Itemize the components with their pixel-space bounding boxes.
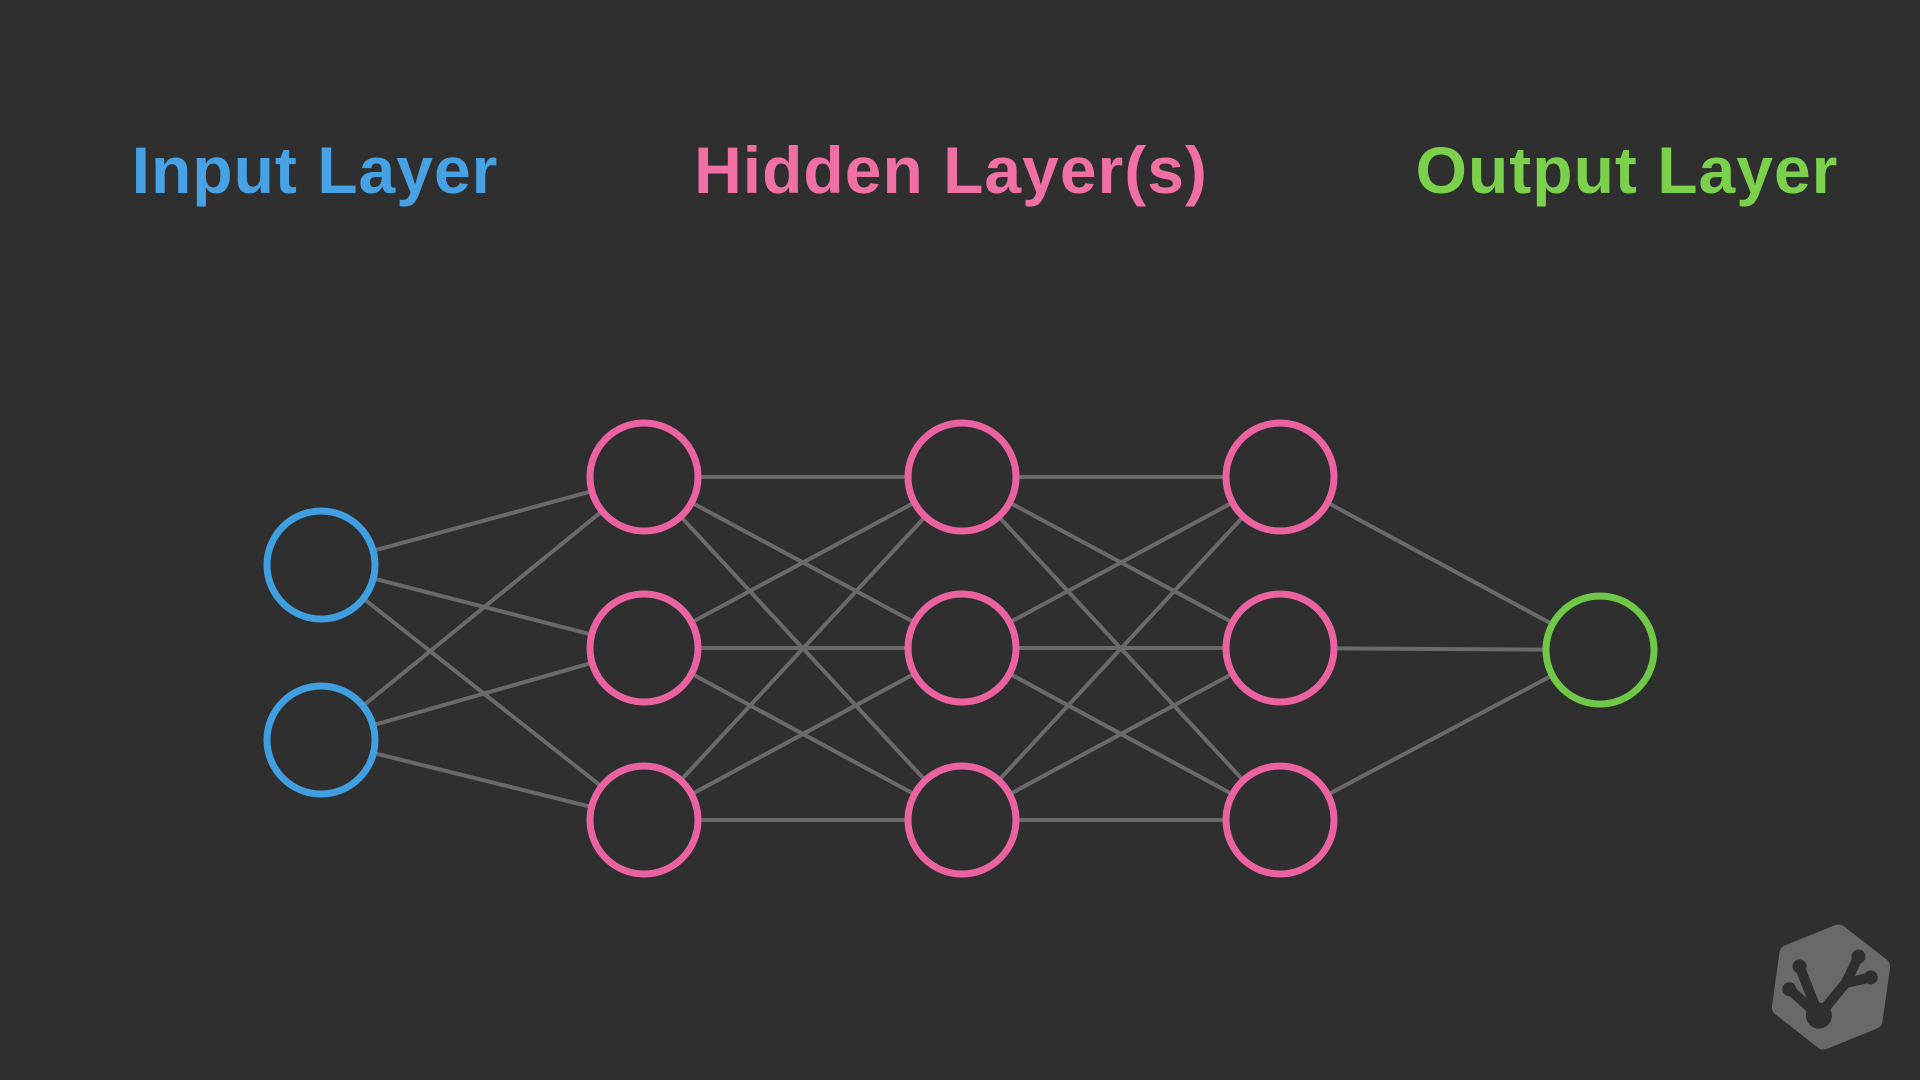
hidden-3-node [1222, 590, 1338, 706]
network-edge [643, 646, 963, 822]
input-node [263, 682, 379, 798]
logo-toe-tip [1863, 970, 1878, 985]
network-edge [960, 475, 1282, 822]
hidden-layer-label: Hidden Layer(s) [694, 133, 1208, 207]
hidden-1-node [586, 590, 702, 706]
logo-toe-tip [1782, 982, 1797, 997]
network-edge [643, 475, 963, 650]
hidden-2-node [904, 590, 1020, 706]
network-edge [642, 475, 964, 822]
network-edge [961, 646, 1281, 822]
hidden-2-node [904, 762, 1020, 878]
hidden-1-node [586, 419, 702, 535]
output-node [1542, 592, 1658, 708]
hidden-3-node [1222, 762, 1338, 878]
logo-toe-tip [1792, 959, 1807, 974]
logo-toe-tip [1851, 949, 1866, 964]
network-nodes [263, 419, 1658, 878]
network-edge [1279, 475, 1601, 652]
hidden-2-node [904, 419, 1020, 535]
hidden-1-node [586, 762, 702, 878]
logo-footprint-palm [1805, 1002, 1832, 1029]
output-layer-label: Output Layer [1415, 133, 1839, 207]
network-edge [1279, 648, 1601, 822]
network-edge [319, 475, 646, 742]
hidden-3-node [1222, 419, 1338, 535]
input-node [263, 507, 379, 623]
logo-frog-icon [1771, 924, 1891, 1050]
input-layer-label: Input Layer [131, 133, 499, 207]
network-edge [961, 475, 1281, 650]
